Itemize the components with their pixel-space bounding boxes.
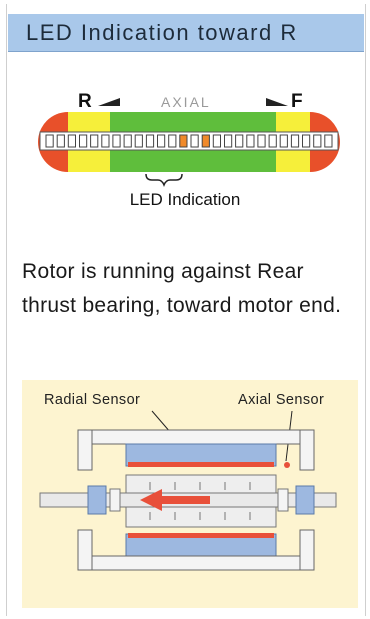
radial-sensor-label: Radial Sensor [44, 392, 141, 408]
axial-sensor-label: Axial Sensor [238, 392, 325, 408]
panel-frame [6, 4, 366, 616]
led-indication-label: LED Indication [129, 190, 241, 209]
motor-diagram [22, 380, 358, 608]
page-title: LED Indication toward R [8, 14, 364, 52]
description-text: Rotor is running against Rear thrust bea… [22, 260, 342, 317]
